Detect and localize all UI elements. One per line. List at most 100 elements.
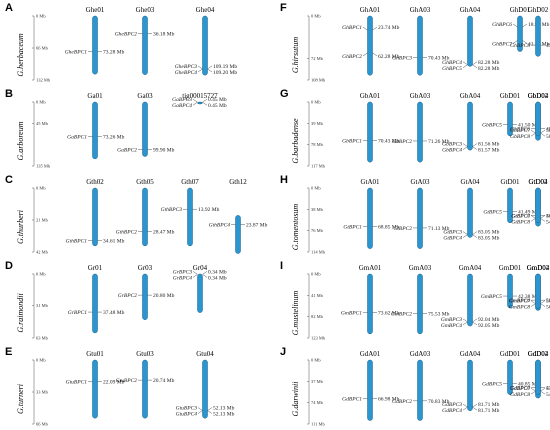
chromosome-name: GmD04 — [527, 264, 550, 272]
scale-label: 74 Mb — [311, 400, 324, 405]
gene-position: 40.85 Mb — [518, 382, 540, 388]
chromosome-bar — [202, 359, 208, 419]
chromosome-bar — [367, 359, 373, 421]
gene-name: GmBPC8 — [509, 305, 530, 311]
gene-connector-left — [197, 65, 203, 70]
gene-name: GdBPC5 — [482, 382, 502, 388]
gene-position: 56.96 Mb — [546, 134, 550, 140]
chromosome-bar — [142, 101, 148, 157]
gene-position: 54.11 Mb — [546, 386, 550, 392]
chromosome-GtD04: GtD04GtBPC754.07 MbGtBPC854.07 Mb — [511, 178, 550, 225]
gene-marker-GtBPC6: GtBPC648.87 Mb — [511, 213, 550, 219]
species-name: G.thurberi — [16, 210, 25, 244]
gene-connector-left — [530, 303, 536, 307]
gene-connector-left — [192, 102, 198, 106]
gene-connector-right — [522, 23, 528, 28]
panel-label: C — [5, 174, 13, 186]
gene-position: 62.28 Mb — [378, 54, 400, 60]
chromosome-name: Gr04 — [193, 264, 208, 272]
scale-label: 72 Mb — [311, 56, 324, 61]
chromosome-name: GhA03 — [410, 6, 431, 14]
chromosome-name: GhA04 — [460, 6, 481, 14]
panel-label: G — [280, 88, 289, 100]
scale-label: 0 Mb — [311, 100, 321, 105]
gene-position: 52.13 Mb — [213, 406, 235, 412]
panel-label: J — [280, 346, 286, 358]
chromosome-name: GmD01 — [499, 264, 522, 272]
gene-position: 49.01 Mb — [546, 43, 550, 49]
chromosome-bar — [92, 187, 98, 247]
chromosome-bar — [367, 273, 373, 335]
species-name: G.mustelinum — [291, 290, 300, 335]
chromosome-name: Ghe03 — [136, 6, 155, 14]
chromosome-name: GmA03 — [409, 264, 432, 272]
gene-connector-right — [472, 234, 478, 238]
gene-name: GtBPC6 — [511, 213, 530, 219]
gene-name: GbBPC2 — [392, 139, 412, 145]
scale-label: 0 Mb — [36, 358, 46, 363]
chromosome-name: GtA04 — [460, 178, 480, 186]
chromosome-bar — [535, 15, 541, 57]
gene-connector-left — [462, 231, 468, 235]
panel-label: H — [280, 174, 288, 186]
chromosome-name: Ga01 — [87, 92, 103, 100]
gene-connector-right — [472, 231, 478, 235]
gene-marker-GbBPC1: GbBPC1 70.43 Mb — [342, 139, 400, 145]
gene-name: GtuBPC3 — [176, 406, 198, 412]
gene-position: 99.90 Mb — [153, 147, 175, 153]
species-name: G.barbadense — [291, 118, 300, 164]
chromosome-name: Ghe04 — [196, 6, 215, 14]
gene-position: 81.56 Mb — [478, 142, 500, 148]
gene-connector-left — [462, 234, 468, 238]
chromosome-name: GtA01 — [360, 178, 380, 186]
gene-position: 54.11 Mb — [546, 392, 550, 398]
gene-position: 54.07 Mb — [546, 213, 550, 219]
gene-connector-right — [540, 218, 546, 222]
gene-connector-left — [197, 68, 203, 73]
gene-position: 34.61 Mb — [103, 239, 125, 245]
chromosome-bar — [535, 101, 541, 137]
chromosome-name: GmD02 — [527, 264, 550, 272]
gene-connector-left — [192, 271, 198, 275]
scale-label: 82 Mb — [311, 314, 324, 319]
chromosome-name: GbA03 — [410, 92, 431, 100]
gene-position: 0.45 Mb — [208, 103, 227, 109]
species-name: G.tomentosum — [291, 204, 300, 251]
chromosome-bar — [197, 101, 203, 105]
chromosome-name: Gth07 — [181, 178, 199, 186]
gene-name: GtuBPC4 — [176, 411, 198, 418]
gene-name: GbBPC1 — [342, 139, 362, 145]
chromosome-bar — [507, 187, 513, 224]
gene-connector-left — [197, 410, 203, 414]
gene-position: 70.43 Mb — [378, 139, 400, 145]
chromosome-name: GbD04 — [528, 92, 549, 100]
gene-position: 83.05 Mb — [478, 236, 500, 242]
gene-position: 70.83 Mb — [428, 399, 450, 405]
gene-connector-left — [462, 143, 468, 147]
chromosome-name: GdA04 — [460, 350, 481, 358]
scale-label: 76 Mb — [311, 228, 324, 233]
chromosome-bar — [142, 273, 148, 320]
gene-name: GmBPC1 — [341, 310, 362, 316]
chromosome-bar — [507, 359, 513, 395]
gene-connector-left — [462, 403, 468, 408]
chromosome-name: Gth05 — [136, 178, 154, 186]
